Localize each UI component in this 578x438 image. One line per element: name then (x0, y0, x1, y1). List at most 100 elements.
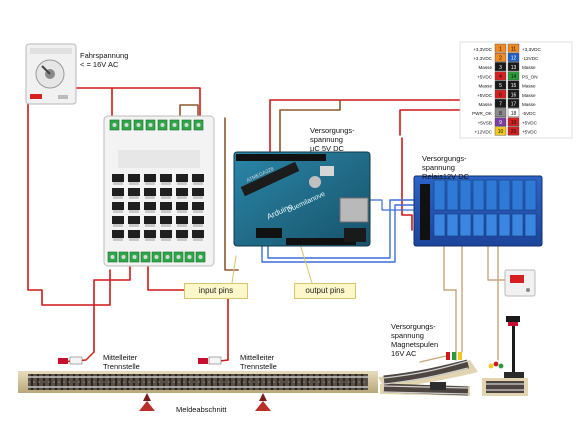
versorgung-magnet-label-3: Magnetspulen (391, 340, 439, 349)
atx-left-label: +5VDC (477, 74, 493, 79)
atx-pin-number: 18 (511, 111, 517, 117)
meldeabschnitt-label: Meldeabschnitt (176, 405, 227, 414)
atx-right-label: Masse (522, 84, 536, 89)
atx-pin-number: 19 (511, 120, 517, 126)
atx-right-label: +5VDC (522, 120, 538, 125)
atx-pin-number: 7 (499, 102, 502, 108)
atx-pin-number: 6 (499, 92, 502, 98)
mittelleiter-right-label-1: Mittelleiter (240, 353, 275, 362)
relay-board (413, 175, 543, 247)
atx-pin-number: 5 (499, 83, 502, 89)
transformer (25, 43, 77, 105)
atx-right-label: -5VDC (522, 111, 536, 116)
atx-pin-right (507, 126, 520, 136)
atx-left-label: Masse (478, 84, 492, 89)
track-left (18, 371, 378, 393)
wire-fahrspannung-left (27, 97, 111, 306)
atx-right-label: Masse (522, 102, 536, 107)
atx-pin-number: 12 (511, 56, 517, 62)
atx-pin-number: 8 (499, 111, 502, 117)
wire-relais-red (401, 137, 413, 231)
atx-pin-right (507, 80, 520, 90)
atx-left-label: PWR_OK (472, 111, 493, 116)
wire-uc-5v (269, 67, 479, 156)
versorgung-magnet-label-1: Versorgungs- (391, 322, 436, 331)
atx-pin-number: 13 (511, 65, 517, 71)
atx-pin-right (507, 43, 520, 53)
output-pins-callout: output pins (294, 283, 356, 299)
atx-pin-number: 3 (499, 65, 502, 71)
atx-pin-number: 10 (498, 129, 504, 135)
occupancy-detector (103, 115, 215, 267)
turnout-button (504, 269, 536, 297)
mittelleiter-right-label-2: Trennstelle (240, 362, 277, 371)
feeder-clips (58, 352, 462, 365)
wire-tan-2 (487, 239, 506, 281)
wire-blue-out (261, 204, 421, 263)
versorgung-uc-label-3: µC 5V DC (310, 144, 344, 153)
atx-pin-number: 20 (511, 129, 517, 135)
atx-right-label: +5VDC (522, 130, 538, 135)
fahrspannung-value: < = 16V AC (80, 60, 119, 69)
atx-pin-number: 1 (499, 46, 502, 52)
atx-pin-number: 15 (511, 83, 517, 89)
atx-pin-left (494, 71, 507, 81)
wire-meldung-b (147, 265, 229, 361)
atx-pin-left (494, 53, 507, 62)
atx-left-label: Masse (478, 102, 492, 107)
versorgung-magnet-label-2: spannung (391, 331, 424, 340)
atx-left-label: +3,3VDC (473, 47, 492, 52)
atx-pin-left (494, 89, 507, 99)
wire-tan-1 (443, 239, 457, 361)
atx-pin-right (507, 108, 520, 118)
atx-pin-right (507, 53, 520, 62)
atx-pin-left (494, 43, 507, 53)
atx-right-label: -12VDC (522, 56, 539, 61)
atx-pin-right (507, 117, 520, 127)
atx-pin-number: 14 (511, 74, 517, 80)
atx-pin-number: 4 (499, 74, 502, 80)
atx-pin-left (494, 117, 507, 127)
atx-pin-left (494, 98, 507, 108)
versorgung-relais-label-3: Relais12V DC (422, 172, 470, 181)
wire-brown-2 (279, 99, 341, 156)
wire-meldung-a (93, 265, 131, 353)
atx-pin-number: 17 (511, 102, 517, 108)
atx-left-label: +12VDC (475, 130, 493, 135)
atx-right-label: +3,3VDC (522, 47, 541, 52)
atx-right-label: Masse (522, 93, 536, 98)
atx-left-label: Masse (478, 65, 492, 70)
atx-pin-left (494, 126, 507, 136)
atx-right-label: Masse (522, 65, 536, 70)
atx-pin-number: 9 (499, 120, 502, 126)
atx-pin-right (507, 89, 520, 99)
versorgung-magnet-label-4: 16V AC (391, 349, 417, 358)
versorgung-uc-label-2: spannung (310, 135, 343, 144)
input-pins-callout: input pins (184, 283, 248, 299)
mittelleiter-left-label-2: Trennstelle (103, 362, 140, 371)
mittelleiter-left-label-1: Mittelleiter (103, 353, 138, 362)
atx-pin-right (507, 98, 520, 108)
atx-left-label: +5VSB (478, 120, 492, 125)
arduino-board (233, 151, 371, 247)
atx-pin-left (494, 80, 507, 90)
signal-track (482, 378, 528, 396)
atx-left-label: +3,3VDC (473, 56, 492, 61)
versorgung-relais-label-1: Versorgungs- (422, 154, 467, 163)
atx-pin-number: 2 (499, 56, 502, 62)
atx-right-label: PS_ON (522, 74, 538, 79)
signal-mast (488, 316, 524, 378)
atx-left-label: +5VDC (477, 93, 493, 98)
atx-pin-left (494, 108, 507, 118)
separator-left (139, 393, 155, 411)
fahrspannung-label: Fahrspannung (80, 51, 129, 60)
separator-right (255, 393, 271, 411)
atx-pin-right (507, 62, 520, 72)
atx-pin-right (507, 71, 520, 81)
atx-pin-number: 11 (511, 46, 516, 52)
versorgung-uc-label-1: Versorgungs- (310, 126, 355, 135)
versorgung-relais-label-2: spannung (422, 163, 455, 172)
atx-pin-number: 16 (511, 92, 517, 98)
